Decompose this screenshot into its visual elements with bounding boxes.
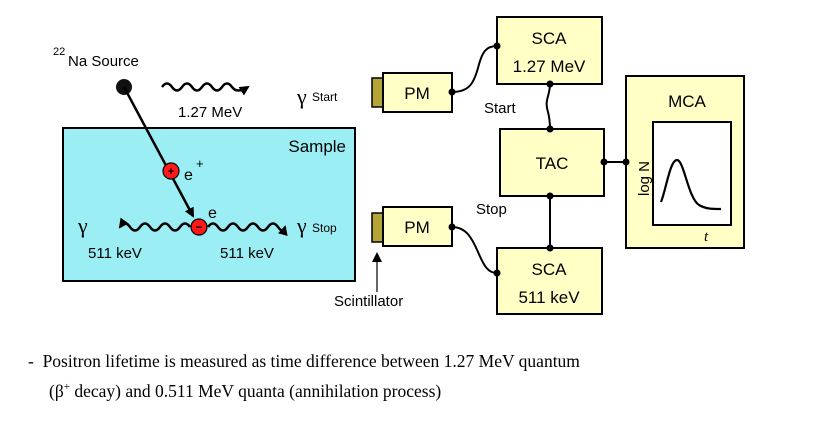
stop-signal-label: Stop: [476, 201, 507, 218]
tac-box: [499, 128, 605, 197]
caption-line-1: - Positron lifetime is measured as time …: [28, 346, 828, 376]
caption-line-2: (β+ decay) and 0.511 MeV quanta (annihil…: [28, 376, 828, 406]
sample-label: Sample: [288, 137, 346, 156]
wire-pm-top-sca-top: [451, 45, 498, 93]
left-gamma-wave: [118, 217, 192, 232]
sca-top-line2: 1.27 MeV: [513, 57, 586, 76]
positron-label: e: [184, 167, 193, 184]
electron-label: e: [208, 205, 217, 222]
mca-ylabel: log N: [636, 161, 653, 196]
source-isotope-mass: 22: [53, 46, 65, 58]
caption-line2-b: decay) and 0.511 MeV quanta (annihilatio…: [69, 381, 442, 401]
electron-particle: [190, 218, 208, 236]
mca-label: MCA: [668, 92, 706, 111]
positron-sup: +: [196, 156, 204, 171]
start-gamma-subscript: Start: [312, 90, 338, 104]
left-gamma-symbol: γ: [77, 213, 88, 238]
right-gamma-wave: [206, 222, 288, 237]
caption-bullet: -: [28, 351, 34, 371]
positron-sign: +: [168, 166, 174, 178]
right-gamma-energy: 511 keV: [220, 245, 274, 262]
caption-line2-a: (β: [49, 381, 64, 401]
pm-top-box: [382, 72, 453, 113]
wire-sca-top-tac: [545, 83, 551, 130]
caption: - Positron lifetime is measured as time …: [28, 346, 828, 406]
start-gamma-symbol: γ: [296, 84, 307, 109]
mca-xlabel: t: [704, 229, 709, 245]
wire-pm-bottom-sca-bottom: [451, 226, 498, 274]
caption-line2-sup: +: [63, 381, 70, 394]
sca-bottom-line1: SCA: [532, 260, 568, 279]
positron-particle: [162, 162, 180, 180]
stop-gamma-symbol: γ: [296, 213, 307, 238]
start-gamma-energy: 1.27 MeV: [178, 104, 242, 121]
positron-path-arrow: [122, 86, 195, 218]
bottom-scintillator: [371, 212, 384, 243]
start-gamma-wave: [160, 82, 250, 96]
electron-sign: −: [195, 220, 202, 234]
pm-bottom-label: PM: [404, 218, 430, 237]
sca-bottom-line2: 511 keV: [518, 288, 580, 307]
mca-spectrum-curve: [659, 158, 722, 211]
sample-block: [62, 127, 356, 282]
positron-lifetime-diagram: Sample 22 Na Source + e + − e γ 511 keV …: [53, 16, 745, 315]
source-label: Na Source: [68, 53, 139, 70]
scintillator-label: Scintillator: [334, 293, 403, 310]
mca-screen: [652, 121, 732, 226]
caption-line1-text: Positron lifetime is measured as time di…: [42, 351, 580, 371]
top-scintillator: [371, 77, 384, 108]
stop-gamma-subscript: Stop: [312, 221, 337, 235]
tac-label: TAC: [536, 154, 569, 173]
sca-top-line1: SCA: [532, 29, 568, 48]
left-gamma-energy: 511 keV: [88, 245, 142, 262]
sca-bottom-box: [496, 247, 603, 315]
start-signal-label: Start: [484, 100, 517, 117]
pm-top-label: PM: [404, 84, 430, 103]
